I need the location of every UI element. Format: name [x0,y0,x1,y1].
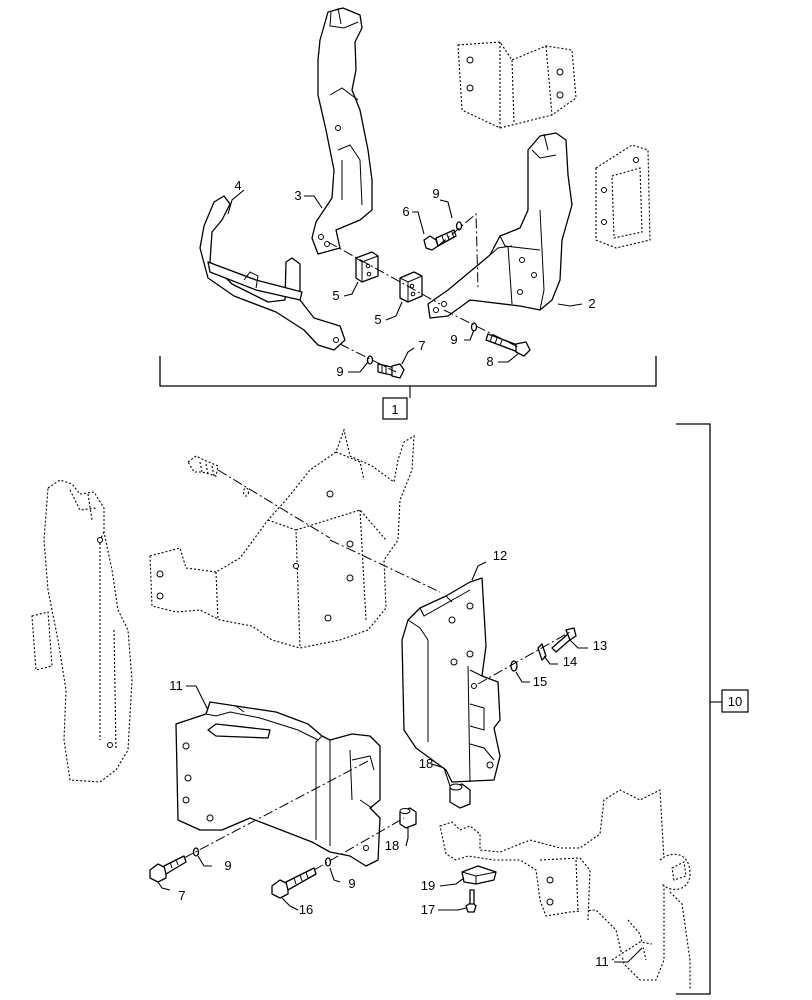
callout-8: 8 [486,354,493,369]
centerline-upper-2 [437,212,479,289]
callout-9c: 9 [336,364,343,379]
part-16-bolt [271,867,317,899]
callout-9e: 9 [348,876,355,891]
callout-9b: 9 [450,332,457,347]
part-9-washer-e [324,857,332,867]
ghost-washer [242,487,250,497]
part-18-spacer-lower [399,807,417,829]
callout-4: 4 [234,178,241,193]
callout-3: 3 [294,188,301,203]
callout-14: 14 [563,654,577,669]
part-5-block-upper [355,251,379,283]
callout-7b: 7 [178,888,185,903]
callout-9a: 9 [432,186,439,201]
centerline-upper-4 [339,343,397,373]
part-7-bolt-upper [377,363,405,379]
callout-9d: 9 [224,858,231,873]
centerline-lower-5 [313,817,405,871]
ghost-bracket-right [595,144,651,249]
part-13-screw [551,627,577,653]
group-10-bracket [676,423,711,995]
callout-19: 19 [421,878,435,893]
part-3-handle-bracket [311,7,373,255]
part-6-bolt [423,229,457,251]
ghost-machine-detail [439,789,691,990]
ghost-bracket-top-right [457,41,577,129]
callout-18a: 18 [419,756,433,771]
centerline-lower-1 [217,469,331,539]
callout-16: 16 [299,902,313,917]
part-5-block-lower [399,271,423,303]
callout-11a: 11 [169,678,183,693]
part-9-washer-a [455,221,463,231]
callout-1: 1 [391,402,398,417]
part-17-screw [465,889,477,913]
callout-5b: 5 [374,312,381,327]
part-9-washer-c [366,355,374,365]
centerline-upper-3 [443,309,521,349]
part-7-bolt-lower [149,855,187,883]
callout-13: 13 [593,638,607,653]
callout-5a: 5 [332,288,339,303]
part-19-clip [461,865,497,885]
part-8-bolt [485,333,531,357]
ghost-bolt-top [187,455,219,477]
callout-10: 10 [728,694,742,709]
callout-15: 15 [533,674,547,689]
part-18-spacer-upper [449,783,471,809]
centerline-lower-4 [183,759,371,859]
ghost-frame-center [149,428,415,649]
callout-box-10 [721,689,749,713]
callout-11b: 11 [595,954,609,969]
part-2-mounting-bracket [427,132,573,319]
group-1-bracket [159,356,657,387]
callout-box-1 [382,397,408,420]
centerline-lower-2 [329,539,441,593]
centerline-lower-3 [477,631,571,685]
part-11-handle-bracket [175,701,381,867]
callout-6: 6 [402,204,409,219]
centerline-upper-1 [327,241,441,305]
callout-2: 2 [588,296,595,311]
part-15-washer [510,660,518,672]
ghost-left-handle [31,479,133,783]
callout-7a: 7 [418,338,425,353]
part-4-u-bar [199,195,346,351]
callout-18b: 18 [385,838,399,853]
callout-12: 12 [493,548,507,563]
part-12-l-bracket [401,577,501,783]
callout-17: 17 [421,902,435,917]
